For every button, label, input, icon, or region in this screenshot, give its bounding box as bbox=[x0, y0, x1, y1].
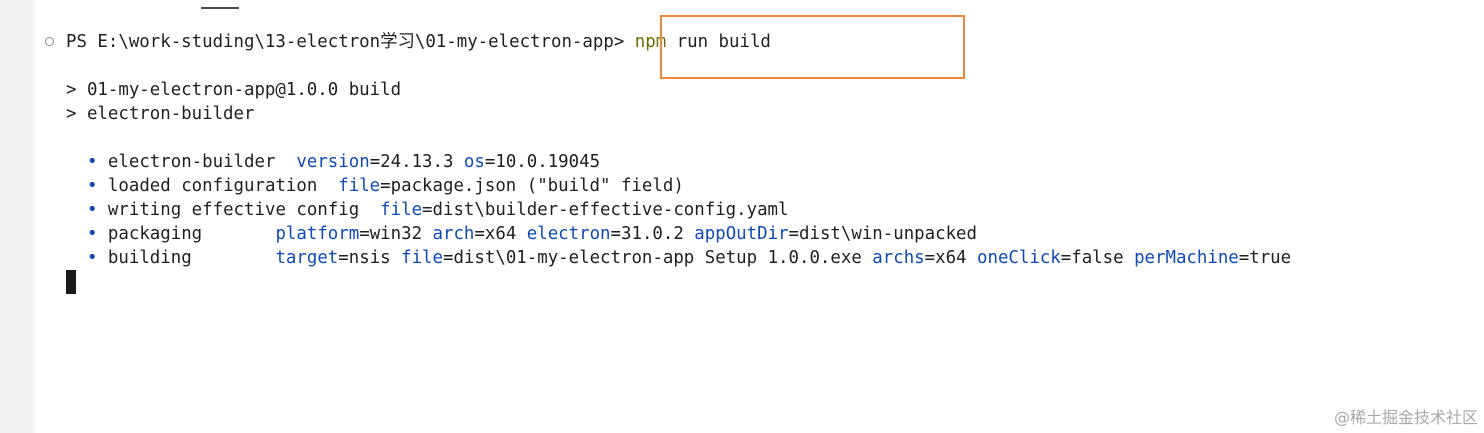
log-line: • packaging platform=win32 arch=x64 elec… bbox=[66, 222, 977, 246]
log-label: building bbox=[107, 248, 276, 268]
log-bullet: • bbox=[86, 152, 98, 172]
log-label: writing effective config bbox=[107, 200, 381, 220]
terminal-gutter bbox=[0, 0, 35, 433]
prompt-args: run build bbox=[666, 32, 771, 52]
log-key: platform bbox=[275, 224, 360, 244]
log-value: =true bbox=[1238, 248, 1292, 268]
log-key: oneClick bbox=[977, 248, 1061, 268]
log-line: • electron-builder version=24.13.3 os=10… bbox=[66, 150, 600, 174]
log-key: appOutDir bbox=[694, 224, 789, 244]
log-key: electron bbox=[526, 224, 611, 244]
log-bullet: • bbox=[86, 248, 98, 268]
log-value: =24.13.3 bbox=[369, 152, 464, 172]
log-key: arch bbox=[432, 224, 475, 244]
log-key: target bbox=[275, 248, 339, 268]
log-value: =package.json ("build" field) bbox=[380, 176, 684, 196]
log-key: archs bbox=[872, 248, 925, 268]
log-line: • loaded configuration file=package.json… bbox=[66, 174, 684, 198]
prompt-prefix: PS E:\work-studing\13-electron学习\01-my-e… bbox=[66, 32, 635, 52]
log-value: =nsis bbox=[338, 248, 402, 268]
terminal-cursor bbox=[66, 270, 76, 294]
log-key: version bbox=[296, 152, 370, 172]
log-key: perMachine bbox=[1134, 248, 1239, 268]
log-key: os bbox=[463, 152, 485, 172]
log-key: file bbox=[380, 200, 423, 220]
script-line: > 01-my-electron-app@1.0.0 build bbox=[66, 80, 402, 100]
log-line: • writing effective config file=dist\bui… bbox=[66, 198, 789, 222]
log-value: =dist\builder-effective-config.yaml bbox=[422, 200, 789, 220]
log-value: =x64 bbox=[924, 248, 977, 268]
prompt-line: PS E:\work-studing\13-electron学习\01-my-e… bbox=[66, 30, 771, 54]
log-value: =10.0.19045 bbox=[484, 152, 601, 172]
log-key: file bbox=[338, 176, 381, 196]
log-value: =31.0.2 bbox=[610, 224, 695, 244]
log-value: =dist\win-unpacked bbox=[788, 224, 977, 244]
log-bullet: • bbox=[86, 176, 98, 196]
log-key: file bbox=[401, 248, 443, 268]
circle-outline-icon bbox=[45, 37, 54, 46]
log-value: =win32 bbox=[359, 224, 433, 244]
log-line: • building target=nsis file=dist\01-my-e… bbox=[66, 246, 1291, 270]
log-value: =x64 bbox=[474, 224, 527, 244]
prompt-command: npm bbox=[634, 32, 667, 52]
log-bullet: • bbox=[86, 224, 98, 244]
script-line: > electron-builder bbox=[66, 104, 255, 124]
log-label: loaded configuration bbox=[107, 176, 339, 196]
log-value: =false bbox=[1060, 248, 1135, 268]
log-label: electron-builder bbox=[107, 152, 297, 172]
watermark: @稀土掘金技术社区 bbox=[1333, 408, 1478, 427]
log-value: =dist\01-my-electron-app Setup 1.0.0.exe bbox=[443, 248, 873, 268]
log-label: packaging bbox=[107, 224, 276, 244]
log-bullet: • bbox=[86, 200, 98, 220]
command-highlight-box bbox=[660, 15, 965, 79]
tab-indicator bbox=[201, 7, 239, 9]
